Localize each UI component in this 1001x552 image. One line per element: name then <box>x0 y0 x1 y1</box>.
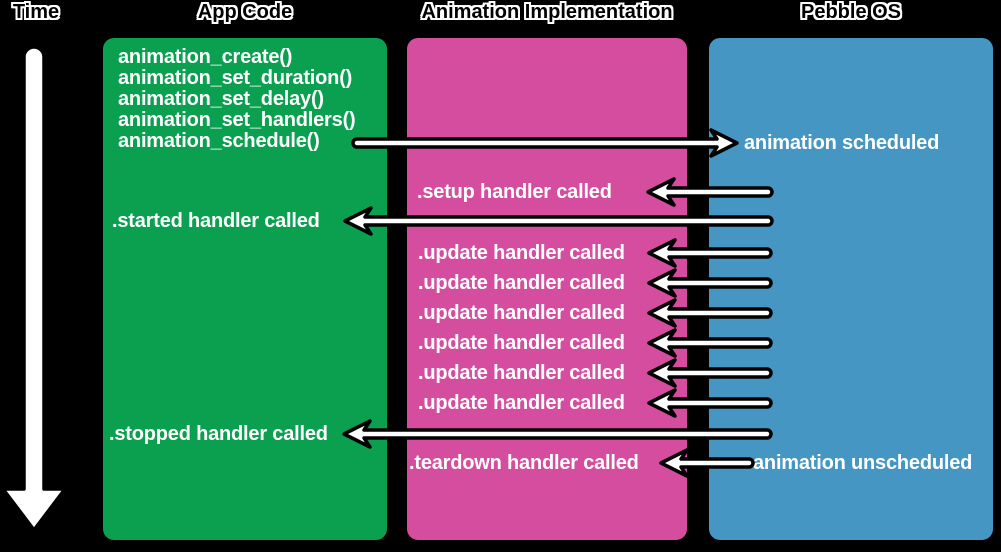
stopped-handler-arrow-icon <box>342 419 773 449</box>
call-animation-set-duration: animation_set_duration() <box>118 67 353 89</box>
update-handler-label: .update handler called <box>418 272 625 294</box>
call-animation-schedule: animation_schedule() <box>118 130 320 152</box>
update-handler-arrow-icon <box>647 238 773 268</box>
started-handler-label: .started handler called <box>112 210 320 232</box>
update-handler-label: .update handler called <box>418 362 625 384</box>
animation-implementation-column-title: Animation Implementation <box>421 1 673 23</box>
teardown-handler-label: .teardown handler called <box>409 452 639 474</box>
schedule-call-arrow-icon <box>351 128 739 158</box>
update-handler-arrow-icon <box>647 268 773 298</box>
update-handler-label: .update handler called <box>418 242 625 264</box>
app-code-column-title: App Code <box>197 1 293 23</box>
animation-implementation-column <box>404 35 690 543</box>
call-animation-set-delay: animation_set_delay() <box>118 88 324 110</box>
app-code-column <box>100 35 390 543</box>
update-handler-arrow-icon <box>647 328 773 358</box>
time-direction-arrow-icon <box>1 45 67 532</box>
time-axis-title: Time <box>12 1 60 23</box>
call-animation-set-handlers: animation_set_handlers() <box>118 109 356 131</box>
update-handler-label: .update handler called <box>418 332 625 354</box>
update-handler-label: .update handler called <box>418 392 625 414</box>
animation-unscheduled-label: animation unscheduled <box>753 452 973 474</box>
update-handler-arrow-icon <box>647 358 773 388</box>
pebble-os-column-title: Pebble OS <box>800 1 902 23</box>
animation-scheduled-label: animation scheduled <box>744 132 940 154</box>
stopped-handler-label: .stopped handler called <box>109 423 328 445</box>
update-handler-arrow-icon <box>647 388 773 418</box>
started-handler-arrow-icon <box>343 206 774 236</box>
pebble-os-column <box>706 35 996 543</box>
app-code-call-list: animation_create() animation_set_duratio… <box>118 47 356 152</box>
setup-handler-label: .setup handler called <box>417 181 612 203</box>
call-animation-create: animation_create() <box>118 46 293 68</box>
update-handler-arrow-icon <box>647 298 773 328</box>
teardown-handler-arrow-icon <box>659 448 755 478</box>
update-handler-label: .update handler called <box>418 302 625 324</box>
setup-handler-arrow-icon <box>646 177 774 207</box>
